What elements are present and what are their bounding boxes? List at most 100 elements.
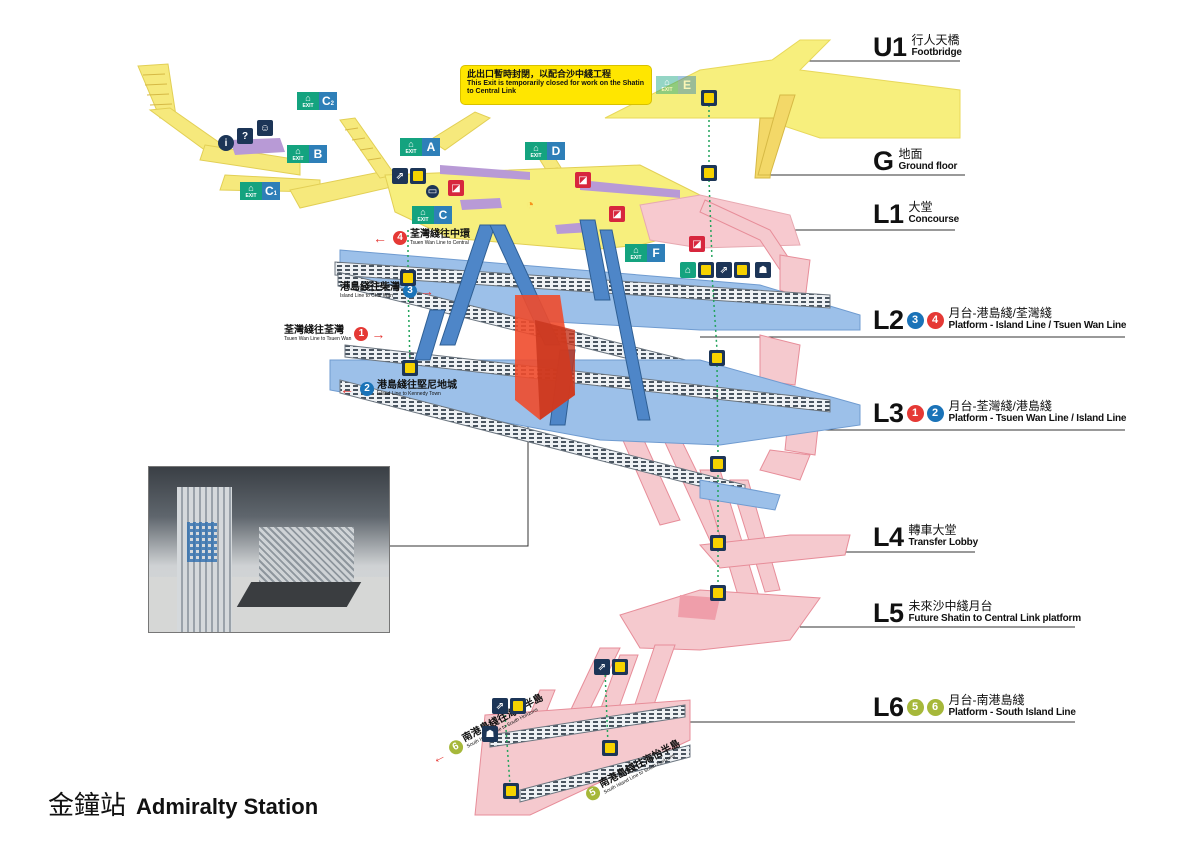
line-badge-3: 3: [906, 312, 924, 329]
arrow-right-icon: →: [420, 282, 434, 299]
transfer-lobby-level: [698, 534, 851, 569]
level-code: L6: [873, 692, 904, 722]
level-code: L4: [873, 522, 904, 552]
escalator-icon[interactable]: ⇗: [716, 262, 732, 278]
wifi-icon[interactable]: ◔: [525, 196, 535, 212]
exit-c-sign[interactable]: ⌂EXIT C: [412, 206, 452, 224]
lift-icon[interactable]: [698, 262, 714, 278]
lift-icon[interactable]: [709, 350, 725, 366]
station-name-en: Admiralty Station: [136, 794, 319, 819]
escalator-icon[interactable]: ⇗: [492, 698, 508, 714]
exit-letter: C: [434, 206, 452, 224]
direction-en: Island Line to Chai Wan: [340, 293, 393, 299]
line-badge-6: 6: [926, 699, 944, 716]
exit-e-sign-closed[interactable]: ⌂EXIT E: [656, 76, 696, 94]
lift-icon[interactable]: [701, 90, 717, 106]
level-code: L3: [873, 398, 904, 428]
exit-d-sign[interactable]: ⌂EXIT D: [525, 142, 565, 160]
platform-l3: [329, 344, 861, 511]
station-name-zh: 金鐘站: [48, 791, 127, 821]
arrow-left-icon: ←: [373, 229, 387, 246]
exit-closure-notice: 此出口暫時封閉，以配合沙中綫工程 This Exit is temporaril…: [461, 66, 651, 104]
toilet-icon[interactable]: ☗: [482, 726, 498, 742]
octopus-card-icon[interactable]: ◪: [448, 180, 464, 196]
direction-en: Tsuen Wan Line to Central: [410, 240, 469, 246]
octopus-card-icon[interactable]: ◪: [575, 172, 591, 188]
lift-icon[interactable]: [402, 360, 418, 376]
exit-icon: ⌂EXIT: [412, 206, 434, 224]
exit-f-sign[interactable]: ⌂EXIT F: [625, 244, 665, 262]
exit-icon: ⌂EXIT: [625, 244, 647, 262]
station-photo: [148, 466, 390, 633]
exit-letter: B: [309, 145, 327, 163]
future-platform-level: [619, 589, 821, 651]
exit-icon[interactable]: ⌂: [680, 262, 696, 278]
customer-service-icon[interactable]: ☺: [257, 120, 273, 136]
lift-icon[interactable]: [710, 535, 726, 551]
ticket-machine-icon[interactable]: ?: [237, 128, 253, 144]
lift-paths: [407, 105, 719, 786]
level-name-zh: 月台-荃灣綫/港島綫: [948, 399, 1052, 413]
lift-icon[interactable]: [710, 456, 726, 472]
line-badge-5: 5: [906, 699, 924, 716]
exit-a-sign[interactable]: ⌂EXIT A: [400, 138, 440, 156]
direction-en: Tsuen Wan Line to Tsuen Wan: [284, 336, 352, 342]
octopus-card-icon[interactable]: ◪: [609, 206, 625, 222]
octopus-card-icon[interactable]: ◪: [689, 236, 705, 252]
level-name-zh: 轉車大堂: [908, 523, 957, 537]
notice-text-en: This Exit is temporarily closed for work…: [467, 80, 644, 95]
exit-icon: ⌂EXIT: [525, 142, 547, 160]
lift-icon[interactable]: [710, 585, 726, 601]
level-name-en: Platform - Island Line / Tsuen Wan Line: [948, 320, 1127, 331]
level-code: U1: [873, 32, 907, 62]
photo-wall: [259, 527, 354, 587]
lift-icon[interactable]: [701, 165, 717, 181]
level-code: L5: [873, 598, 904, 628]
lift-icon[interactable]: [612, 659, 628, 675]
exit-letter: E: [678, 76, 696, 94]
direction-zh: 港島綫往柴灣: [340, 282, 400, 293]
exit-icon: ⌂EXIT: [656, 76, 678, 94]
direction-zh: 港島綫往堅尼地城: [377, 380, 457, 391]
escalator-icon[interactable]: ⇗: [392, 168, 408, 184]
platform-l6: [474, 699, 691, 816]
info-icon[interactable]: i: [218, 135, 234, 151]
lift-icon[interactable]: [602, 740, 618, 756]
photo-staircase: [236, 582, 362, 607]
level-name-en: Concourse: [908, 214, 960, 225]
ticket-machine-icon[interactable]: ▭: [426, 185, 439, 198]
level-name-en: Platform - South Island Line: [948, 707, 1076, 718]
lift-icon[interactable]: [503, 783, 519, 799]
level-name-zh: 地面: [898, 147, 923, 161]
line-badge-4: 4: [926, 312, 944, 329]
level-name-en: Footbridge: [911, 47, 962, 58]
escalator-icon[interactable]: ⇗: [594, 659, 610, 675]
level-name-zh: 大堂: [908, 200, 933, 214]
level-name-en: Ground floor: [898, 161, 958, 172]
lift-icon[interactable]: [734, 262, 750, 278]
line-badge-2: 2: [926, 405, 944, 422]
level-name-zh: 月台-港島綫/荃灣綫: [948, 306, 1052, 320]
level-name-zh: 未來沙中綫月台: [908, 599, 993, 613]
photo-qr-pattern: [187, 522, 217, 562]
toilet-icon[interactable]: ☗: [755, 262, 771, 278]
lift-icon[interactable]: [410, 168, 426, 184]
lift-icon[interactable]: [510, 698, 526, 714]
lift-icon[interactable]: [400, 270, 416, 286]
level-name-en: Platform - Tsuen Wan Line / Island Line: [948, 413, 1127, 424]
exit-letter: D: [547, 142, 565, 160]
exit-b-sign[interactable]: ⌂EXIT B: [287, 145, 327, 163]
